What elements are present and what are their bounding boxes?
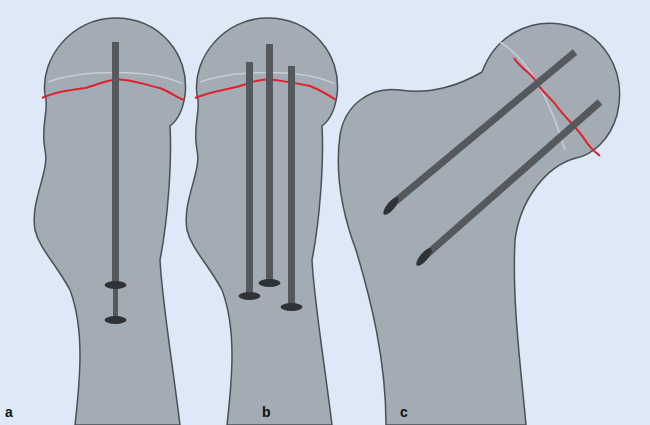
femur-c: [338, 23, 619, 425]
panel-letter: a: [5, 405, 13, 419]
screw: [266, 44, 273, 282]
washer: [105, 316, 127, 324]
femur-b: [186, 18, 337, 425]
panel-letter: b: [262, 405, 271, 419]
screw: [288, 66, 295, 306]
screw: [112, 42, 119, 285]
femur-a: [34, 18, 185, 425]
washer: [105, 281, 127, 289]
panel-letter: c: [400, 405, 408, 419]
screw: [246, 62, 253, 295]
